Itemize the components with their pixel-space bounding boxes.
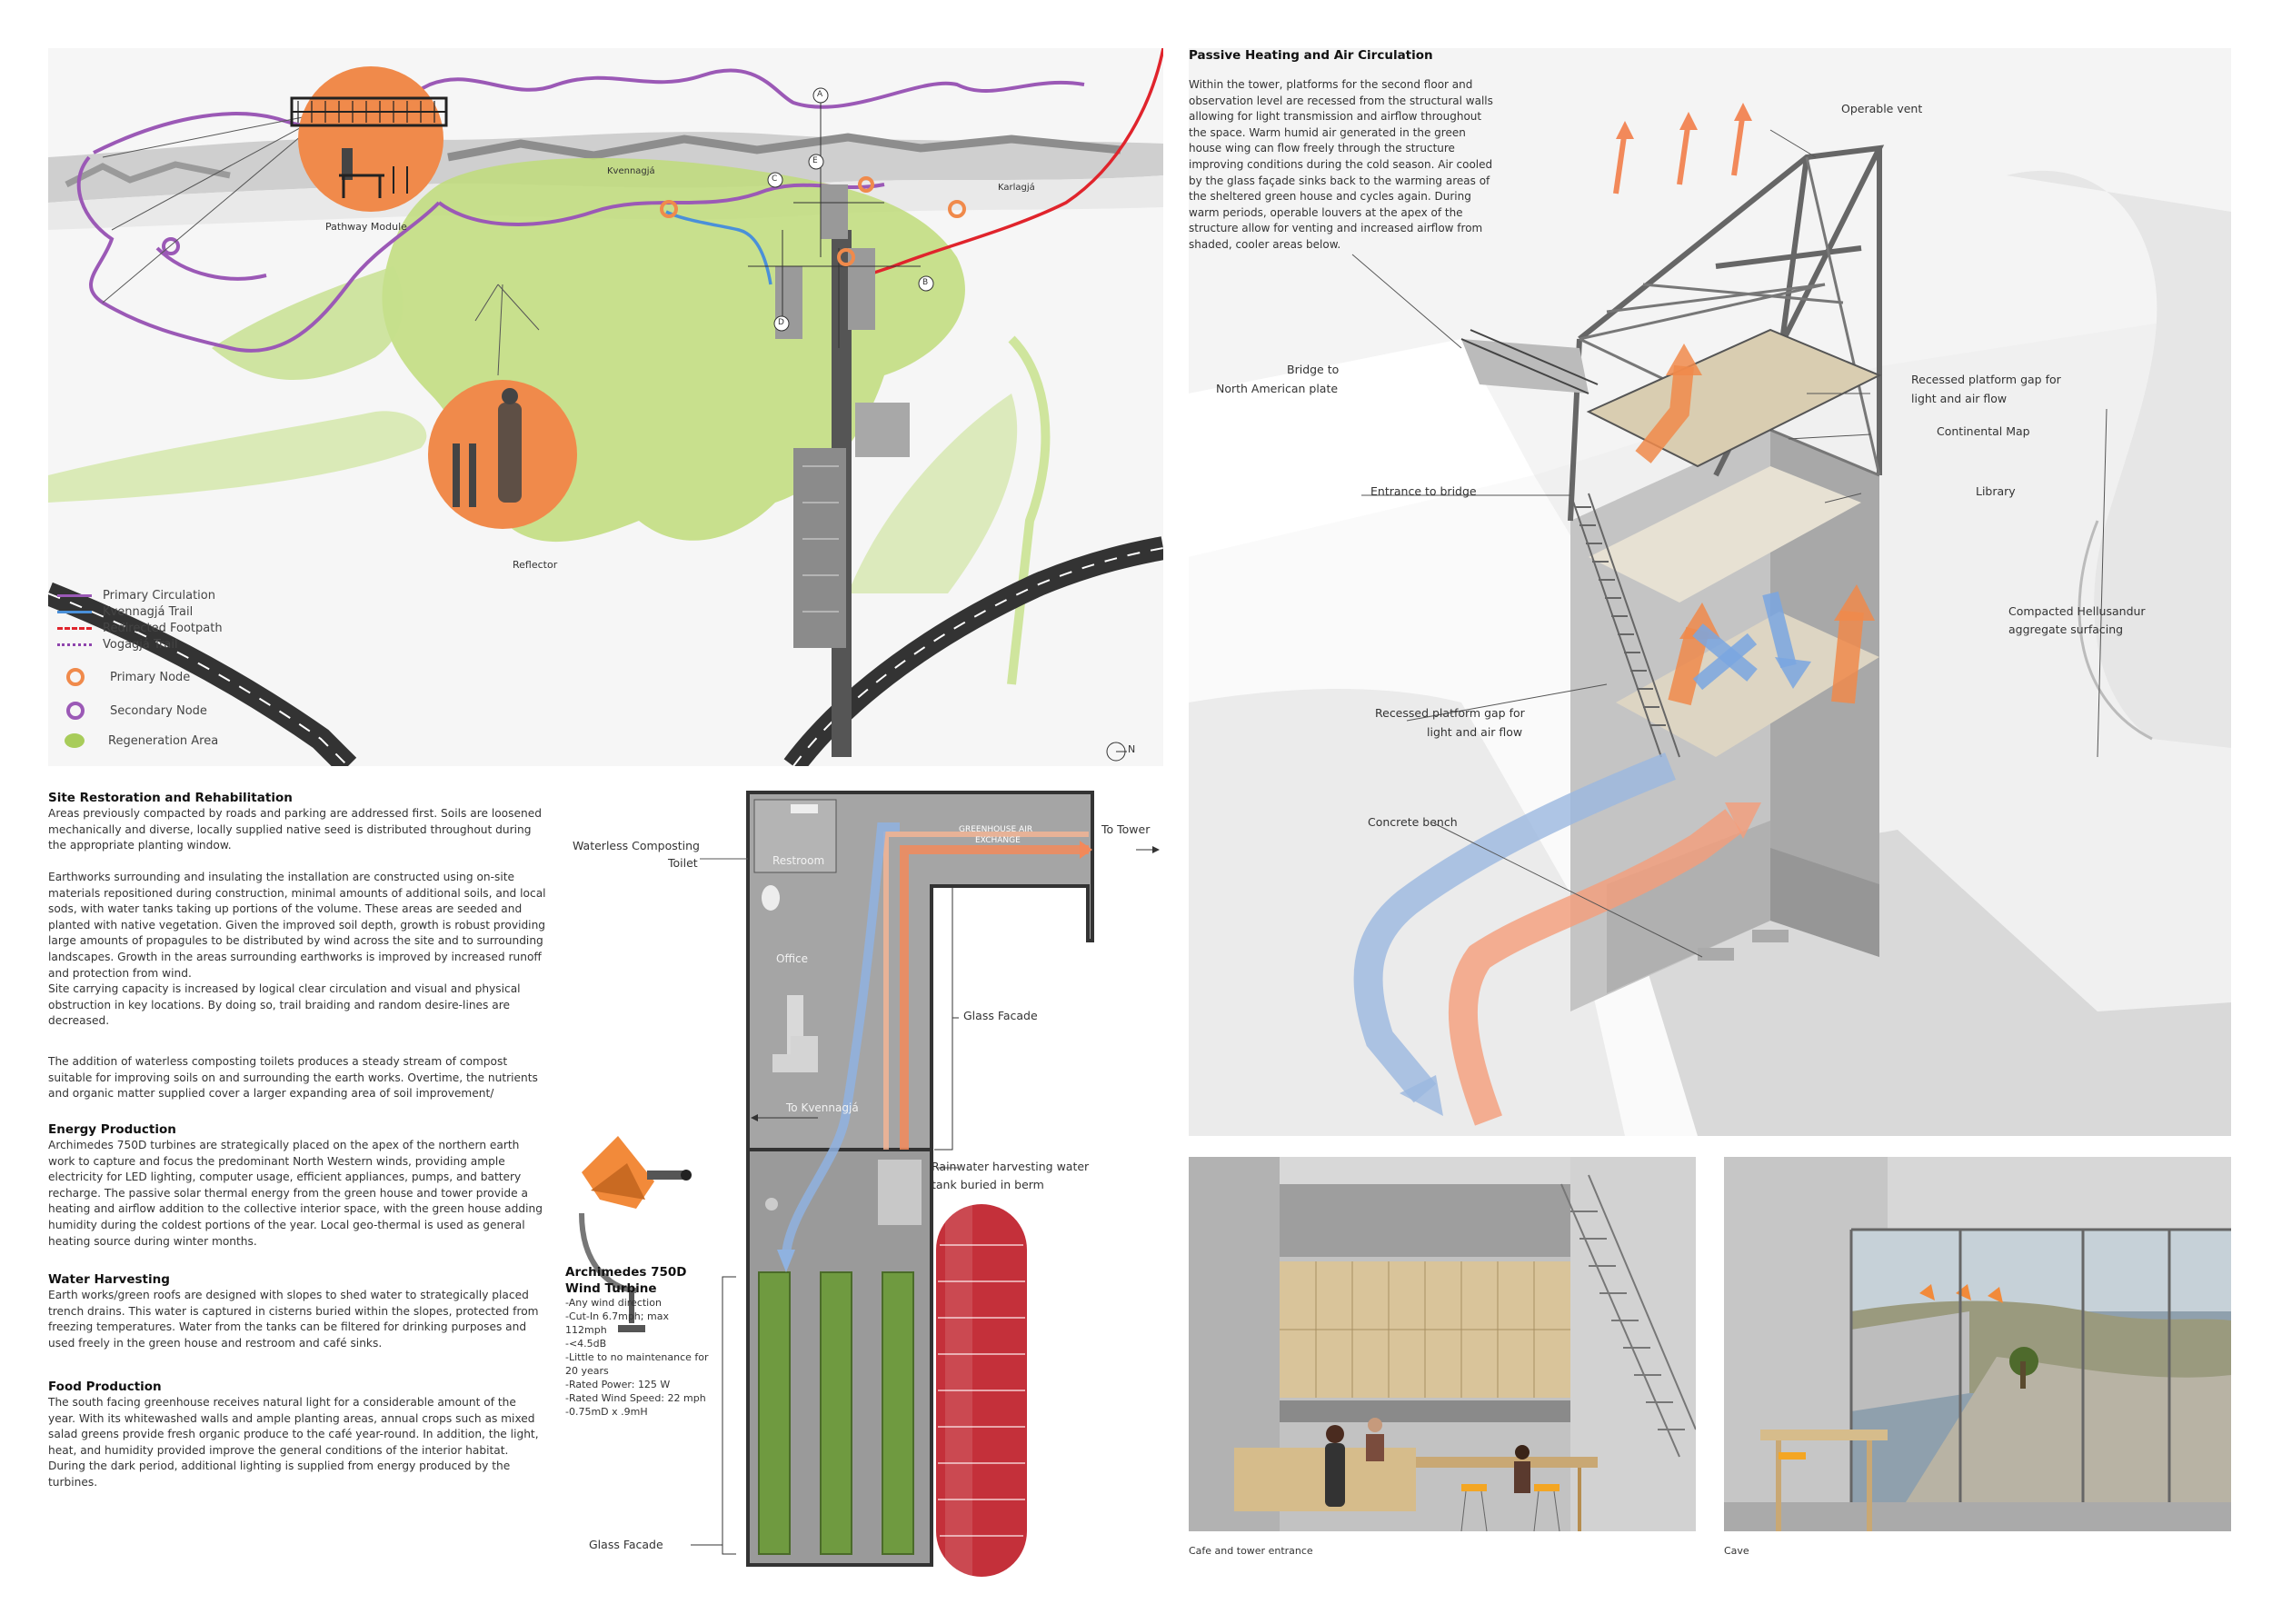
water-harvesting-title: Water Harvesting bbox=[48, 1272, 170, 1287]
to-kvennagja-label: To Kvennagjá bbox=[786, 1101, 859, 1114]
compacted-label-b: aggregate surfacing bbox=[2008, 623, 2124, 636]
compacted-label-a: Compacted Hellusandur bbox=[2008, 604, 2146, 618]
section-marker-b: B bbox=[922, 278, 929, 287]
library-label: Library bbox=[1976, 484, 2016, 498]
site-map: A B C D E Pathway Module Reflector Kvenn… bbox=[48, 48, 1163, 766]
legend-secondary-node: Secondary Node bbox=[66, 702, 207, 720]
continental-map-label: Continental Map bbox=[1937, 424, 2030, 438]
site-restoration-title: Site Restoration and Rehabilitation bbox=[48, 791, 293, 805]
site-map-drawing bbox=[48, 48, 1163, 766]
energy-production-title: Energy Production bbox=[48, 1122, 176, 1137]
cafe-caption: Cafe and tower entrance bbox=[1189, 1545, 1313, 1557]
section-marker-d: D bbox=[778, 318, 784, 327]
tower-title: Passive Heating and Air Circulation bbox=[1189, 48, 1433, 63]
legend-primary-node: Primary Node bbox=[66, 668, 190, 686]
turbine-spec: -0.75mD x .9mH bbox=[565, 1406, 648, 1418]
turbine-spec: 112mph bbox=[565, 1324, 607, 1336]
cafe-render bbox=[1189, 1157, 1696, 1531]
legend-vogagja-trail: Vogagjá Trail bbox=[57, 638, 178, 652]
legend-primary-circulation: Primary Circulation bbox=[57, 589, 215, 603]
turbine-spec: -Rated Power: 125 W bbox=[565, 1379, 671, 1390]
water-harvesting-p1: Earth works/green roofs are designed wit… bbox=[48, 1289, 539, 1350]
recessed-gap-1-label-b: light and air flow bbox=[1911, 392, 2008, 405]
turbine-spec: -Rated Wind Speed: 22 mph bbox=[565, 1392, 706, 1404]
food-production-p1: The south facing greenhouse receives nat… bbox=[48, 1396, 539, 1489]
pathway-module-callout bbox=[298, 66, 443, 212]
pathway-module-label: Pathway Module bbox=[325, 221, 407, 233]
north-label: N bbox=[1128, 743, 1136, 755]
turbine-spec: 20 years bbox=[565, 1365, 609, 1377]
tower-axon: Passive Heating and Air Circulation With… bbox=[1189, 48, 2231, 1136]
recessed-gap-2-label-b: light and air flow bbox=[1427, 725, 1523, 739]
waterless-composting-label-a: Waterless Composting bbox=[573, 839, 700, 852]
food-production-title: Food Production bbox=[48, 1380, 162, 1394]
wind-turbine-icon bbox=[579, 1136, 692, 1332]
rainwater-label-b: tank buried in berm bbox=[932, 1178, 1044, 1191]
karlagja-label: Karlagjá bbox=[998, 183, 1035, 193]
cave-caption: Cave bbox=[1724, 1545, 1749, 1557]
turbine-spec: -Little to no maintenance for bbox=[565, 1351, 709, 1363]
tower-body: Within the tower, platforms for the seco… bbox=[1189, 78, 1493, 251]
section-marker-a: A bbox=[817, 90, 823, 99]
regeneration-area-icon bbox=[65, 733, 85, 748]
legend-regeneration-area: Regeneration Area bbox=[65, 733, 218, 748]
concrete-bench-label: Concrete bench bbox=[1368, 815, 1458, 829]
rainwater-tank-icon bbox=[936, 1204, 1027, 1577]
rainwater-label-a: Rainwater harvesting water bbox=[932, 1160, 1090, 1173]
legend-redirected-footpath: Redirected Footpath bbox=[57, 622, 223, 635]
secondary-node-icon bbox=[66, 702, 85, 720]
reflector-label: Reflector bbox=[513, 559, 558, 571]
turbine-spec: -Any wind direction bbox=[565, 1297, 662, 1309]
site-restoration-p3: The addition of waterless composting toi… bbox=[48, 1055, 538, 1101]
section-marker-c: C bbox=[772, 174, 778, 184]
turbine-spec: -Cut-In 6.7mph; max bbox=[565, 1310, 669, 1322]
bridge-to-label: Bridge to bbox=[1287, 363, 1340, 376]
to-tower-label: To Tower bbox=[1101, 822, 1151, 836]
restroom-label: Restroom bbox=[772, 854, 825, 867]
glass-facade-2-label: Glass Facade bbox=[589, 1538, 663, 1551]
tower-axon-drawing bbox=[1189, 48, 2231, 1136]
waterless-composting-label-b: Toilet bbox=[668, 856, 698, 870]
section-marker-e: E bbox=[812, 156, 818, 165]
site-restoration-p2: Earthworks surrounding and insulating th… bbox=[48, 871, 546, 1028]
recessed-gap-1-label-a: Recessed platform gap for bbox=[1911, 373, 2061, 386]
turbine-spec: -<4.5dB bbox=[565, 1338, 607, 1350]
floor-plan: N Waterless Composting Toilet Restroom O… bbox=[545, 736, 1181, 1590]
greenhouse-air-label-b: EXCHANGE bbox=[975, 836, 1021, 845]
glass-facade-1-label: Glass Facade bbox=[963, 1009, 1038, 1022]
turbine-name-a: Archimedes 750D bbox=[565, 1265, 687, 1280]
kvennagja-label: Kvennagjá bbox=[607, 166, 655, 176]
greenhouse-air-label-a: GREENHOUSE AIR bbox=[959, 825, 1033, 834]
cave-render bbox=[1724, 1157, 2231, 1531]
legend-kvennagja-trail: Kvennagjá Trail bbox=[57, 605, 193, 619]
floor-plan-drawing bbox=[579, 742, 1160, 1577]
operable-vent-label: Operable vent bbox=[1841, 102, 1923, 115]
entrance-to-bridge-label: Entrance to bridge bbox=[1370, 484, 1477, 498]
primary-node-icon bbox=[66, 668, 85, 686]
north-american-plate-label: North American plate bbox=[1216, 382, 1339, 395]
energy-production-p1: Archimedes 750D turbines are strategical… bbox=[48, 1139, 543, 1248]
office-label: Office bbox=[776, 952, 809, 965]
site-restoration-p1: Areas previously compacted by roads and … bbox=[48, 807, 542, 852]
turbine-name-b: Wind Turbine bbox=[565, 1281, 657, 1296]
recessed-gap-2-label-a: Recessed platform gap for bbox=[1375, 706, 1525, 720]
